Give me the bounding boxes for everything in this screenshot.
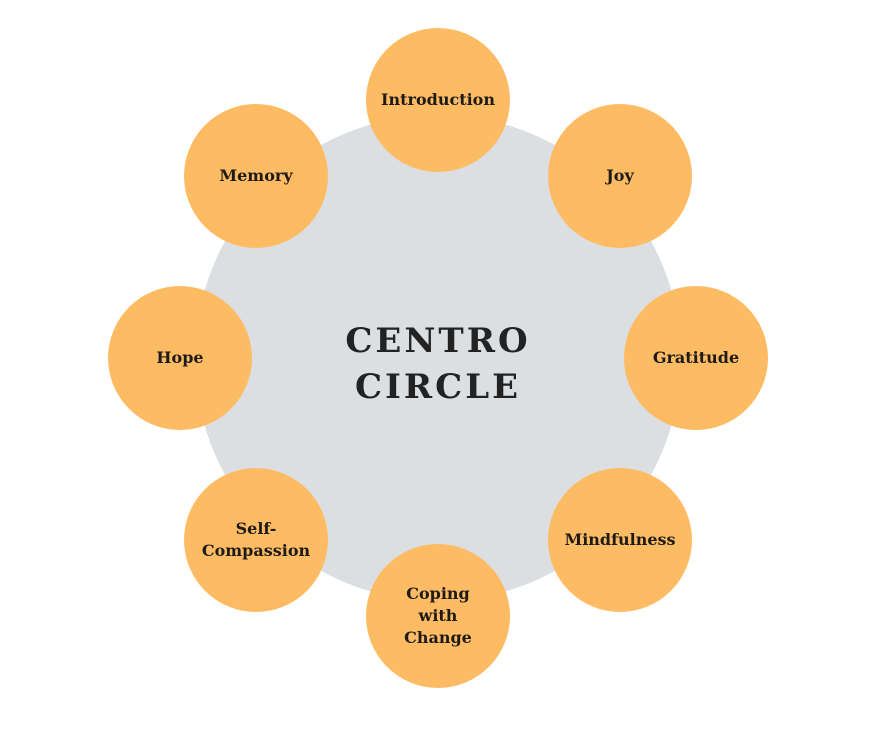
node-hope: Hope: [108, 286, 252, 430]
node-memory: Memory: [184, 104, 328, 248]
node-introduction: Introduction: [366, 28, 510, 172]
center-title-line1: CENTRO: [345, 321, 531, 361]
node-label: Self- Compassion: [201, 519, 311, 560]
node-label: Coping with Change: [404, 584, 472, 647]
node-self-compassion: Self- Compassion: [184, 468, 328, 612]
center-title: CENTRO CIRCLE: [238, 318, 638, 410]
node-label: Hope: [156, 348, 204, 367]
node-label: Memory: [219, 166, 293, 185]
node-label: Joy: [606, 166, 634, 185]
node-joy: Joy: [548, 104, 692, 248]
node-label: Gratitude: [652, 348, 740, 367]
node-mindfulness: Mindfulness: [548, 468, 692, 612]
node-coping-with-change: Coping with Change: [366, 544, 510, 688]
center-title-line2: CIRCLE: [354, 367, 522, 407]
node-label: Mindfulness: [564, 530, 676, 549]
node-label: Introduction: [381, 90, 495, 109]
node-gratitude: Gratitude: [624, 286, 768, 430]
